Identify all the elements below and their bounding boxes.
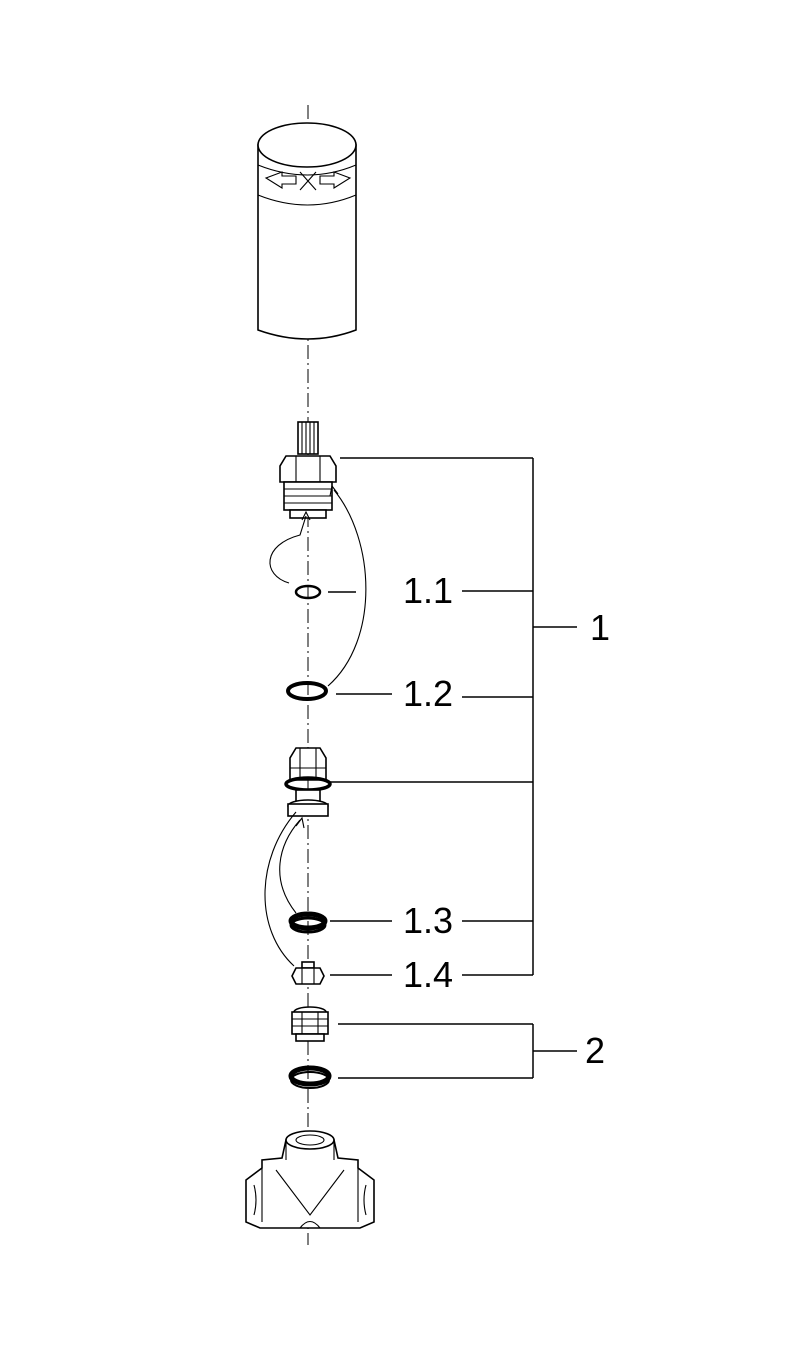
label-1-2: 1.2 <box>403 673 453 714</box>
label-1-1: 1.1 <box>403 570 453 611</box>
label-1-3: 1.3 <box>403 900 453 941</box>
o-ring-1-2 <box>286 681 328 701</box>
extension-part <box>291 1006 329 1042</box>
small-nut-1-4 <box>291 961 325 985</box>
washer-1-3 <box>288 911 328 934</box>
o-ring-1-1 <box>294 584 322 600</box>
spindle-nut-part <box>284 747 332 817</box>
assembly-arrows <box>264 484 367 967</box>
label-1-4: 1.4 <box>403 954 453 995</box>
arrow-symbol-icon <box>264 171 352 191</box>
leader-lines-group-1 <box>328 457 577 976</box>
leader-lines-group-2 <box>338 1023 577 1079</box>
cap-part <box>257 122 357 340</box>
headpart-cartridge <box>279 421 337 519</box>
valve-body <box>245 1130 375 1229</box>
flat-washer-2 <box>288 1065 332 1089</box>
label-2: 2 <box>585 1030 605 1071</box>
label-1: 1 <box>590 607 610 648</box>
